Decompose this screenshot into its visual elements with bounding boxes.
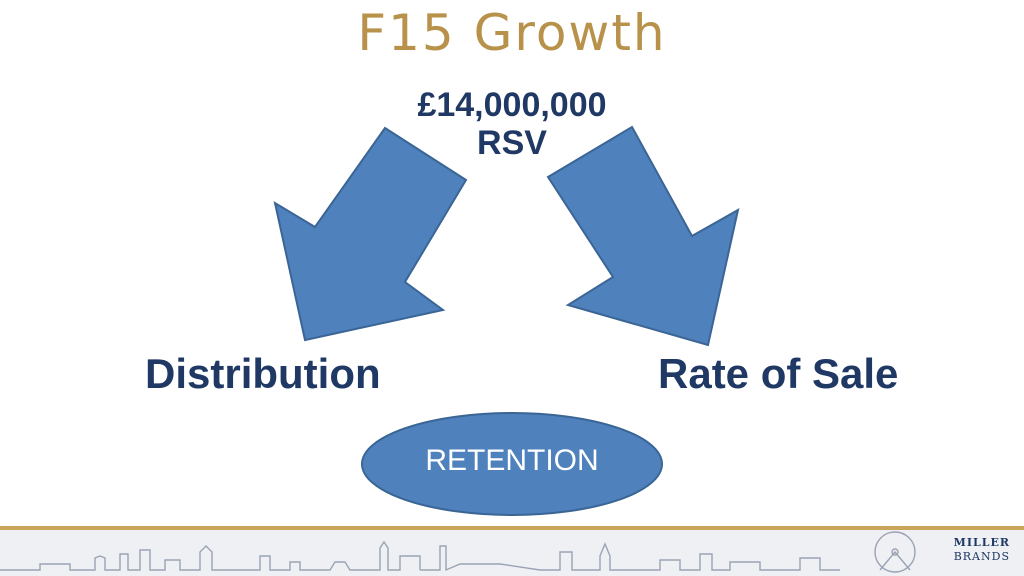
right-arrow-shape — [546, 125, 740, 347]
rsv-value: £14,000,000 RSV — [380, 86, 644, 162]
logo-line-2: BRANDS — [953, 550, 1010, 563]
retention-oval — [361, 412, 663, 516]
footer-band — [0, 530, 1024, 576]
london-skyline-illustration — [0, 531, 916, 573]
rsv-amount: £14,000,000 — [417, 86, 607, 124]
rate-of-sale-label: Rate of Sale — [658, 350, 899, 397]
footer-gold-rule — [0, 526, 1024, 530]
retention-label: RETENTION — [425, 444, 599, 477]
distribution-label: Distribution — [145, 350, 381, 397]
slide-title: F15 Growth — [357, 4, 667, 62]
logo-line-1: MILLER — [953, 536, 1010, 549]
footer-skyline-banner — [0, 526, 1024, 576]
miller-brands-logo: MILLER BRANDS — [954, 536, 1010, 564]
left-arrow-shape — [273, 126, 468, 342]
rsv-unit: RSV — [477, 124, 547, 162]
